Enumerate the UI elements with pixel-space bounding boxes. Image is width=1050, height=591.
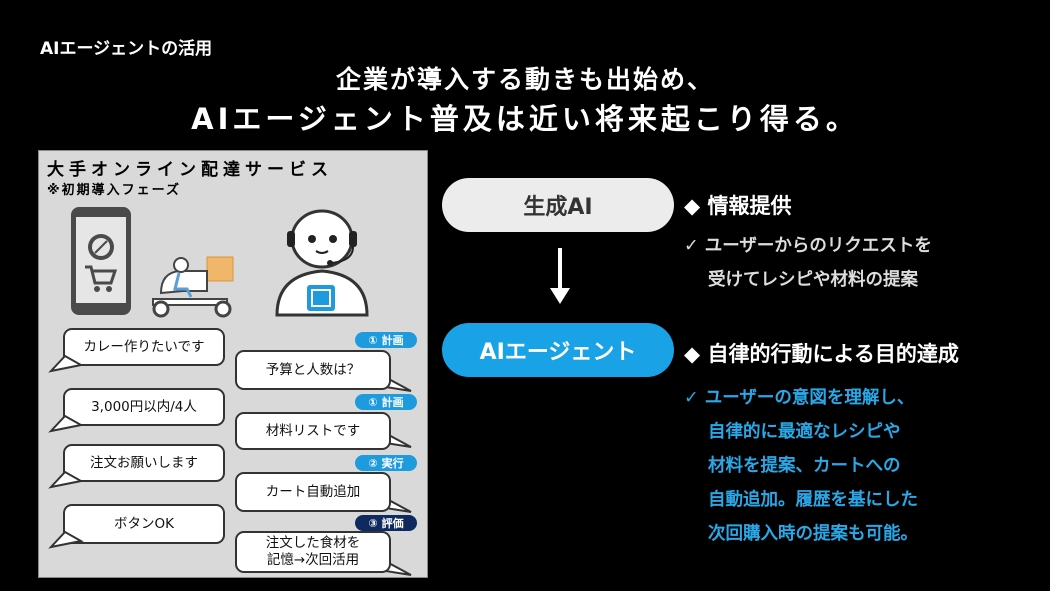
robot-headset-icon bbox=[275, 209, 369, 317]
agent-note-line: ✓ ユーザーの意図を理解し、 bbox=[684, 388, 915, 408]
user-bubble: カレー作りたいです bbox=[63, 328, 225, 366]
genai-heading: ◆ 情報提供 bbox=[684, 194, 792, 218]
section-label: AIエージェントの活用 bbox=[40, 39, 213, 59]
genai-note-line: 受けてレシピや材料の提案 bbox=[708, 270, 918, 290]
phase-tag-plan: ① 計画 bbox=[355, 332, 417, 348]
agent-bubble: 材料リストです bbox=[235, 412, 391, 450]
user-bubble: 注文お願いします bbox=[63, 444, 225, 482]
agent-note-line: 材料を提案、カートへの bbox=[708, 456, 901, 476]
agent-bubble-line: 注文した食材を bbox=[265, 535, 361, 552]
phase-tag-evaluate: ③ 評価 bbox=[355, 515, 417, 531]
down-arrow-icon bbox=[550, 248, 570, 304]
agent-note: ✓ ユーザーの意図を理解し、 自律的に最適なレシピや 材料を提案、カートへの 自… bbox=[684, 381, 918, 551]
panel-title: 大手オンライン配達サービス bbox=[47, 160, 333, 180]
delivery-service-panel: 大手オンライン配達サービス ※初期導入フェーズ カレー作りたいです 3,000円 bbox=[38, 150, 428, 578]
agent-bubble: 予算と人数は？ bbox=[235, 350, 391, 390]
user-bubble: ボタンOK bbox=[63, 504, 225, 544]
agent-bubble: カート自動追加 bbox=[235, 472, 391, 512]
panel-subtitle: ※初期導入フェーズ bbox=[47, 183, 181, 198]
agent-bubble-line: 記憶→次回活用 bbox=[266, 552, 360, 568]
agent-heading: ◆ 自律的行動による目的達成 bbox=[684, 342, 959, 366]
agent-note-line: 自動追加。履歴を基にした bbox=[708, 490, 918, 510]
user-bubble: 3,000円以内/4人 bbox=[63, 388, 225, 426]
headline-line-1: 企業が導入する動きも出始め、 bbox=[335, 65, 714, 94]
agent-bubble: 注文した食材を 記憶→次回活用 bbox=[235, 531, 391, 573]
genai-pill: 生成AI bbox=[442, 178, 674, 232]
delivery-scooter-icon bbox=[152, 256, 234, 318]
agent-note-line: 自律的に最適なレシピや bbox=[708, 422, 901, 442]
genai-note-line: ✓ ユーザーからのリクエストを bbox=[684, 236, 932, 256]
smartphone-cart-icon bbox=[71, 207, 131, 315]
headline-line-2: AIエージェント普及は近い将来起こり得る。 bbox=[191, 102, 859, 136]
phase-tag-plan: ① 計画 bbox=[355, 394, 417, 410]
genai-note: ✓ ユーザーからのリクエストを 受けてレシピや材料の提案 bbox=[684, 229, 932, 297]
phase-tag-execute: ② 実行 bbox=[355, 455, 417, 471]
agent-note-line: 次回購入時の提案も可能。 bbox=[708, 524, 918, 544]
ai-agent-pill: AIエージェント bbox=[442, 323, 674, 377]
